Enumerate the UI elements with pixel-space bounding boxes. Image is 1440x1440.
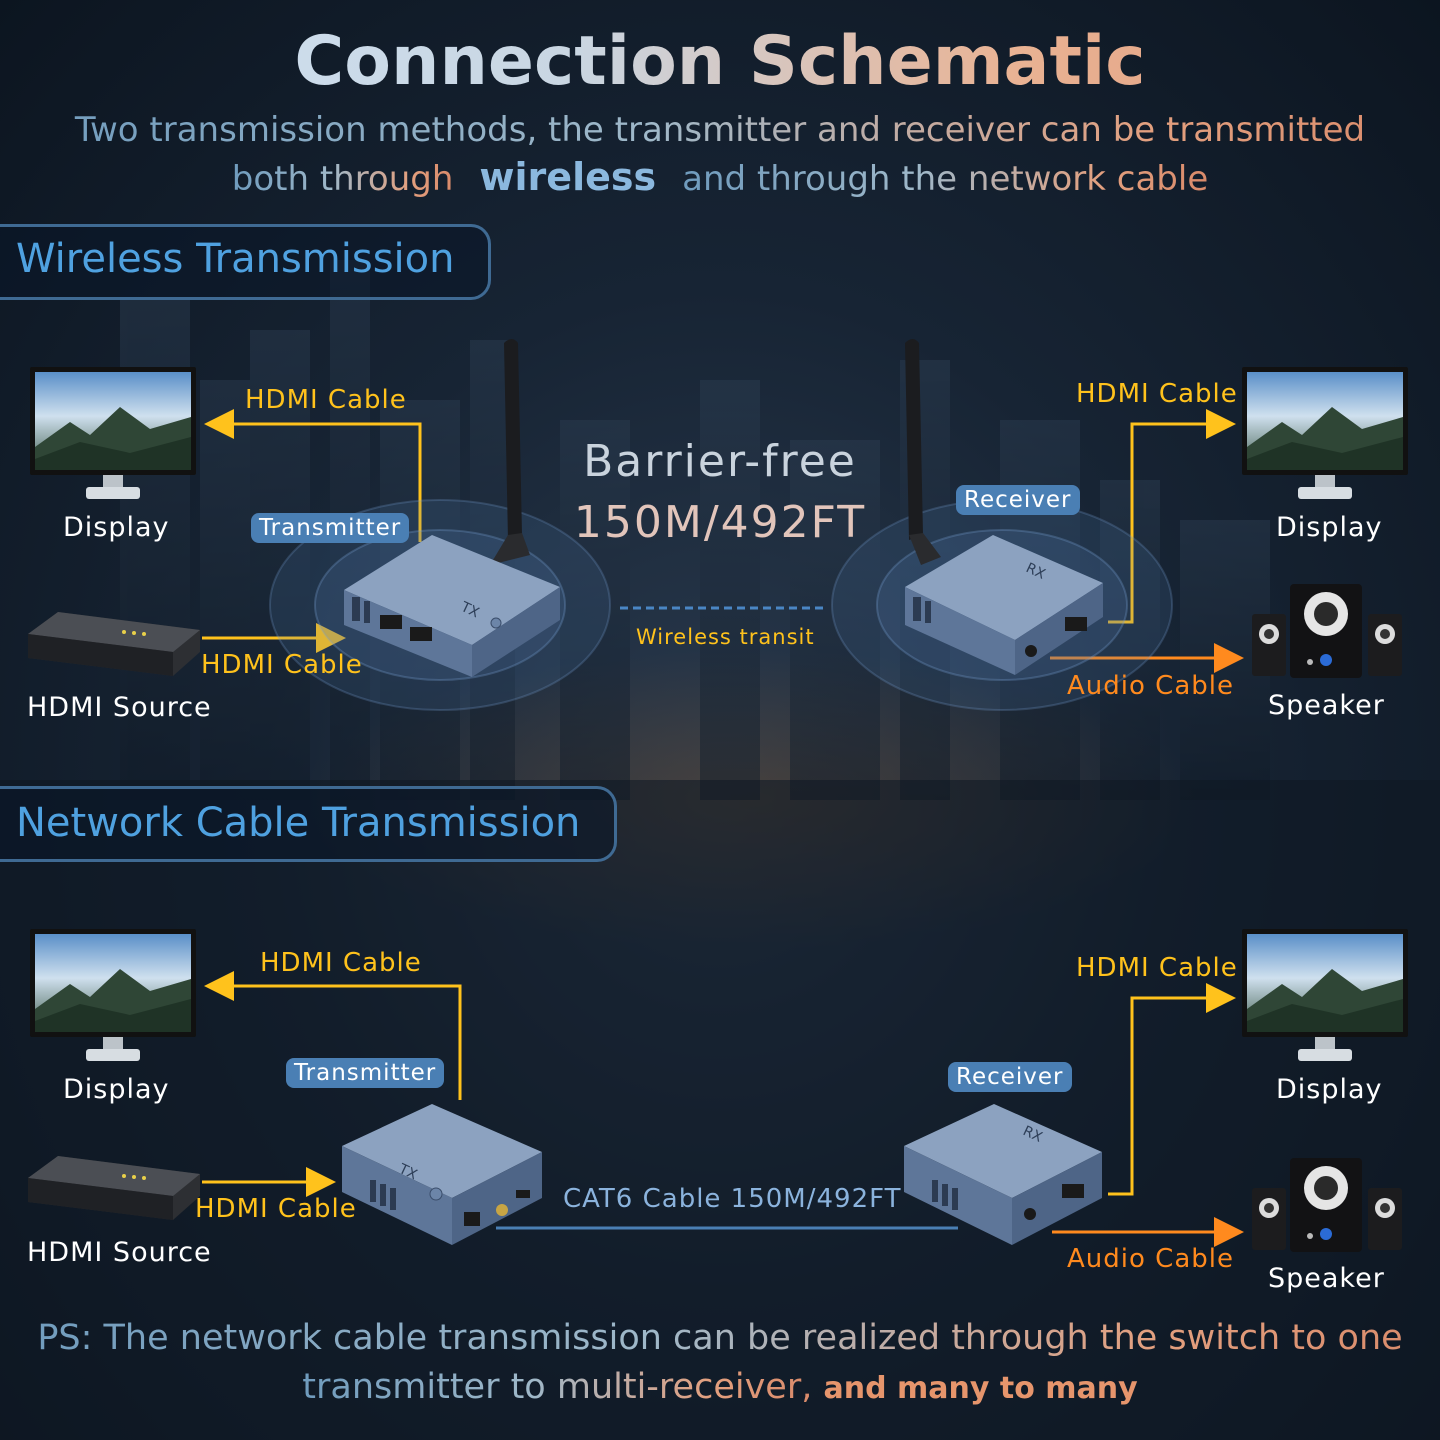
network-speaker-label: Speaker bbox=[1268, 1263, 1385, 1294]
display-icon bbox=[1242, 367, 1408, 499]
network-receiver-label: Receiver bbox=[948, 1062, 1072, 1092]
wireless-section-header-box bbox=[0, 224, 491, 300]
subtitle-line-2-pre: both through bbox=[231, 159, 454, 199]
wireless-speaker-label: Speaker bbox=[1268, 690, 1385, 721]
wireless-barrier-line-1: Barrier-free bbox=[583, 436, 857, 487]
subtitle-line-2-post: and through the network cable bbox=[682, 159, 1209, 199]
network-audio-cable-label: Audio Cable bbox=[1067, 1244, 1234, 1274]
display-icon bbox=[30, 367, 196, 499]
page-title: Connection Schematic bbox=[0, 22, 1440, 101]
svg-text:TX: TX bbox=[457, 599, 481, 622]
network-right-hdmi-out-label: HDMI Cable bbox=[1076, 953, 1238, 983]
receiver-device-icon: RX bbox=[905, 339, 1103, 675]
network-cat6-cable-label: CAT6 Cable 150M/492FT bbox=[563, 1184, 902, 1214]
wireless-transit-label: Wireless transit bbox=[636, 625, 815, 649]
ps-line-2-text: transmitter to multi-receiver, bbox=[302, 1367, 813, 1407]
network-rx-to-display-arrow bbox=[1108, 983, 1236, 1196]
speaker-icon bbox=[1252, 584, 1402, 678]
network-left-hdmi-in-label: HDMI Cable bbox=[195, 1194, 357, 1224]
wireless-left-display-label: Display bbox=[63, 512, 170, 543]
wireless-audio-cable-label: Audio Cable bbox=[1067, 671, 1234, 701]
subtitle-line-2: both through wireless and through the netw… bbox=[0, 155, 1440, 199]
subtitle-line-1: Two transmission methods, the transmitte… bbox=[0, 110, 1440, 150]
display-icon bbox=[30, 929, 196, 1061]
wireless-barrier-line-2: 150M/492FT bbox=[573, 497, 867, 548]
wireless-left-hdmi-out-label: HDMI Cable bbox=[245, 385, 407, 415]
network-section-title: Network Cable Transmission bbox=[16, 800, 581, 846]
network-right-display-label: Display bbox=[1276, 1074, 1383, 1105]
ps-line-1: PS: The network cable transmission can b… bbox=[0, 1318, 1440, 1358]
svg-text:RX: RX bbox=[1023, 560, 1048, 583]
network-transmitter-label: Transmitter bbox=[286, 1058, 445, 1088]
wireless-transmitter-label: Transmitter bbox=[251, 513, 410, 543]
svg-text:RX: RX bbox=[1020, 1123, 1045, 1146]
ps-line-2-emphasis: and many to many bbox=[823, 1371, 1138, 1406]
subtitle-emphasis-wireless: wireless bbox=[479, 155, 657, 199]
antenna-icon bbox=[905, 339, 941, 565]
network-section-header-box bbox=[0, 786, 617, 862]
svg-text:TX: TX bbox=[395, 1161, 419, 1184]
speaker-icon bbox=[1252, 1158, 1402, 1252]
network-left-hdmi-out-label: HDMI Cable bbox=[260, 948, 422, 978]
display-icon bbox=[1242, 929, 1408, 1061]
wireless-right-display-label: Display bbox=[1276, 512, 1383, 543]
network-left-display-label: Display bbox=[63, 1074, 170, 1105]
hdmi-source-icon bbox=[28, 1156, 200, 1220]
wireless-right-hdmi-out-label: HDMI Cable bbox=[1076, 379, 1238, 409]
network-hdmi-source-label: HDMI Source bbox=[27, 1237, 212, 1268]
hdmi-source-icon bbox=[28, 612, 200, 676]
network-tx-to-display-arrow bbox=[204, 971, 462, 1100]
antenna-icon bbox=[490, 339, 530, 565]
wireless-rx-to-display-arrow bbox=[1108, 409, 1236, 624]
wireless-section-title: Wireless Transmission bbox=[16, 236, 455, 282]
transmitter-device-icon: TX bbox=[344, 339, 560, 677]
ps-line-2: transmitter to multi-receiver, and many … bbox=[0, 1367, 1440, 1407]
transmitter-device-icon: TX bbox=[342, 1104, 542, 1245]
wireless-receiver-label: Receiver bbox=[956, 485, 1080, 515]
wireless-hdmi-source-label: HDMI Source bbox=[27, 692, 212, 723]
receiver-device-icon: RX bbox=[904, 1104, 1102, 1245]
wireless-left-hdmi-in-label: HDMI Cable bbox=[201, 650, 363, 680]
wireless-tx-to-display-arrow bbox=[204, 409, 422, 542]
